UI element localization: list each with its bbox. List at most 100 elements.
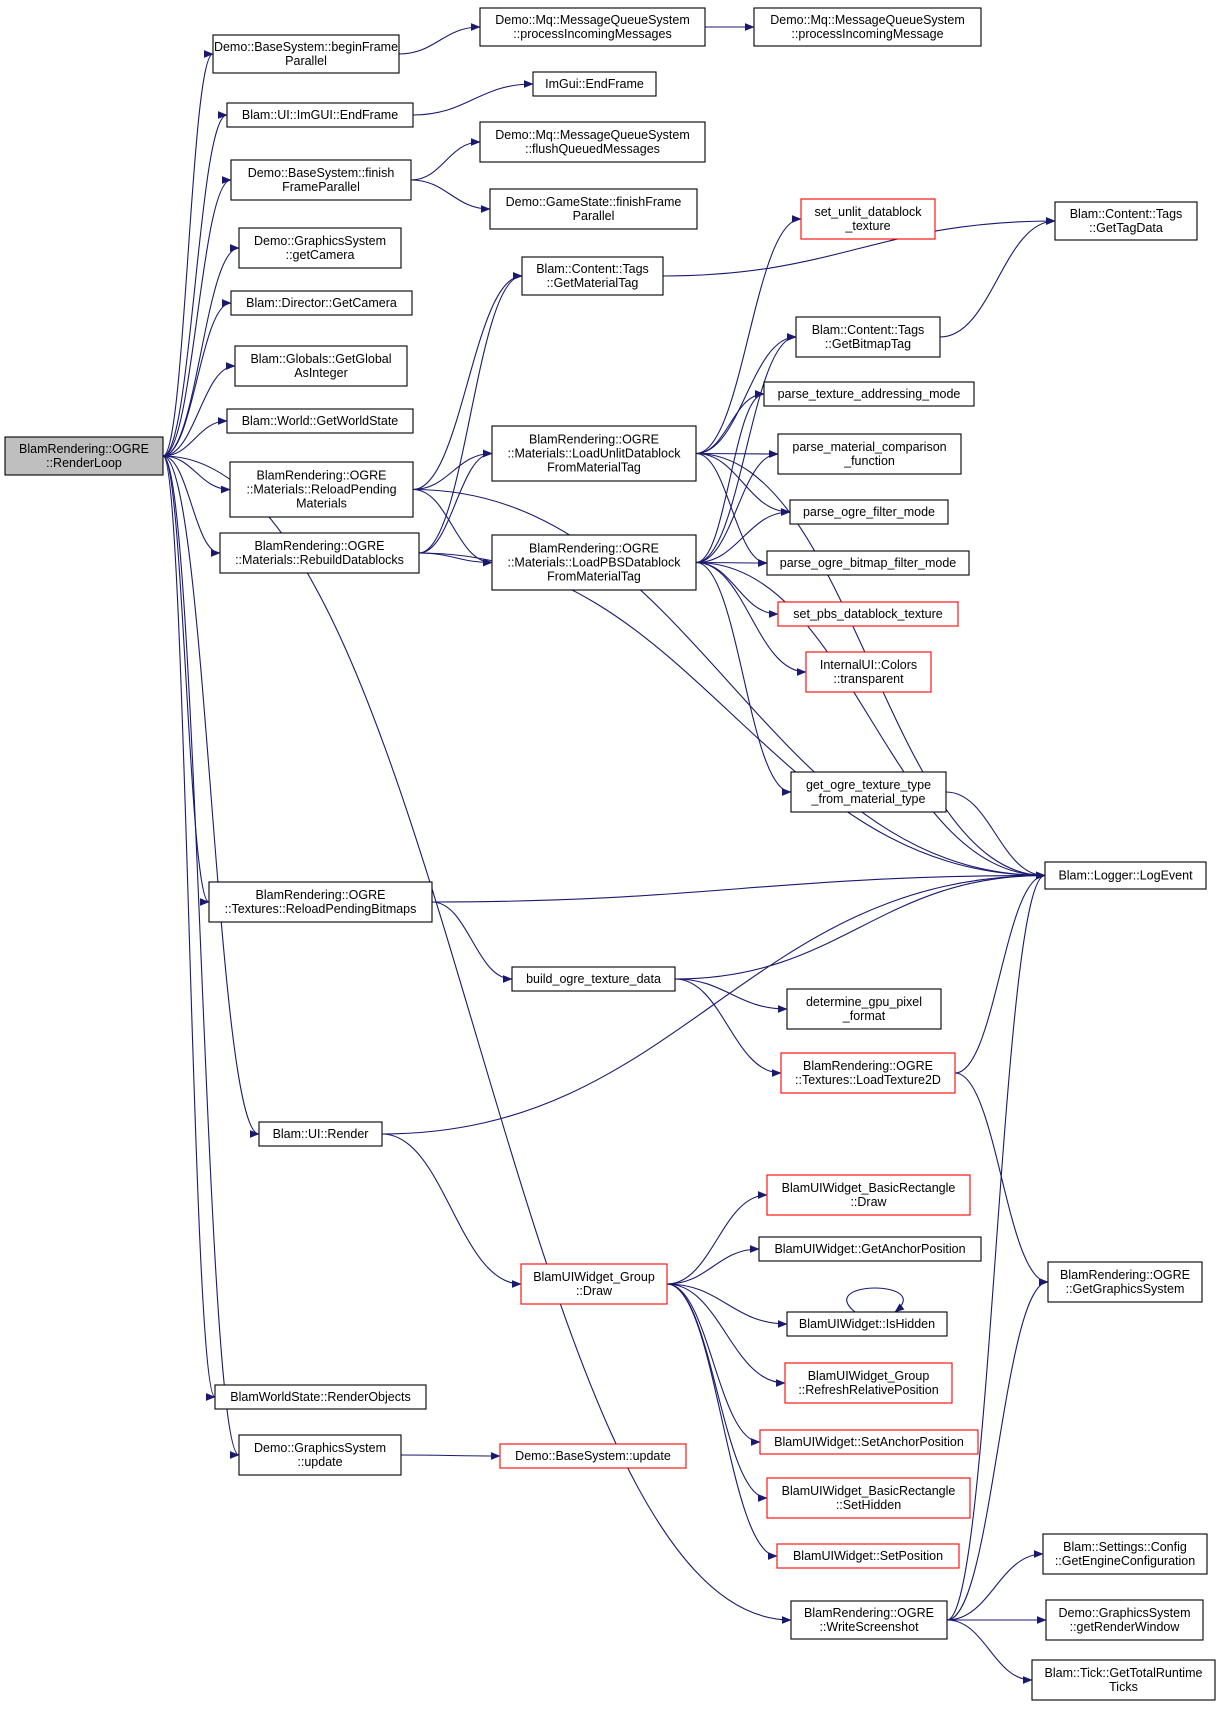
node-label: BlamUIWidget::SetAnchorPosition bbox=[774, 1435, 964, 1449]
node-label: Blam::Globals::GetGlobal bbox=[250, 352, 391, 366]
node-box bbox=[800, 198, 936, 240]
node-label: Demo::GameState::finishFrame bbox=[506, 195, 682, 209]
node-label: ::GetGraphicsSystem bbox=[1066, 1282, 1185, 1296]
edge-load-unlit-to-parse-mat-cmp bbox=[695, 454, 778, 455]
edge-group-draw-to-get-anchor bbox=[666, 1249, 759, 1285]
node-director-getcamera[interactable]: Blam::Director::GetCamera bbox=[230, 290, 413, 316]
node-box bbox=[759, 1429, 979, 1455]
node-mq-processincoming1[interactable]: Demo::Mq::MessageQueueSystem::processInc… bbox=[753, 7, 982, 47]
node-get-tag-data[interactable]: Blam::Content::Tags::GetTagData bbox=[1054, 201, 1198, 241]
node-set-anchor[interactable]: BlamUIWidget::SetAnchorPosition bbox=[759, 1429, 979, 1455]
node-get-tex-type[interactable]: get_ogre_texture_type_from_material_type bbox=[790, 771, 947, 813]
node-rect-draw[interactable]: BlamUIWidget_BasicRectangle::Draw bbox=[766, 1174, 971, 1216]
node-mq-flush[interactable]: Demo::Mq::MessageQueueSystem::flushQueue… bbox=[479, 121, 706, 163]
node-gfx-update[interactable]: Demo::GraphicsSystem::update bbox=[238, 1434, 402, 1476]
node-box bbox=[763, 381, 975, 407]
node-load-pbs[interactable]: BlamRendering::OGRE::Materials::LoadPBSD… bbox=[491, 534, 697, 591]
node-box bbox=[491, 534, 697, 591]
node-get-gfx-system[interactable]: BlamRendering::OGRE::GetGraphicsSystem bbox=[1047, 1261, 1203, 1303]
node-get-bitmap-tag[interactable]: Blam::Content::Tags::GetBitmapTag bbox=[795, 316, 941, 358]
node-group-draw[interactable]: BlamUIWidget_Group::Draw bbox=[520, 1263, 668, 1305]
node-render-objects[interactable]: BlamWorldState::RenderObjects bbox=[214, 1384, 427, 1410]
node-parse-mat-cmp[interactable]: parse_material_comparison_function bbox=[777, 433, 962, 475]
node-label: set_unlit_datablock bbox=[814, 205, 922, 219]
node-label: Materials bbox=[296, 497, 347, 511]
node-rect-sethidden[interactable]: BlamUIWidget_BasicRectangle::SetHidden bbox=[766, 1477, 971, 1519]
node-label: ::Textures::LoadTexture2D bbox=[795, 1073, 941, 1087]
node-label: BlamRendering::OGRE bbox=[804, 1606, 934, 1620]
edge-write-screenshot-to-engine-config bbox=[946, 1554, 1043, 1621]
node-label: ::flushQueuedMessages bbox=[525, 142, 660, 156]
node-refresh-pos[interactable]: BlamUIWidget_Group::RefreshRelativePosit… bbox=[784, 1362, 953, 1404]
node-set-position[interactable]: BlamUIWidget::SetPosition bbox=[776, 1543, 960, 1569]
node-get-material-tag[interactable]: Blam::Content::Tags::GetMaterialTag bbox=[521, 256, 664, 296]
node-set-unlit-tex[interactable]: set_unlit_datablock_texture bbox=[800, 198, 936, 240]
edge-write-screenshot-to-logger bbox=[946, 876, 1046, 1621]
node-box bbox=[780, 1052, 956, 1094]
node-label: _from_material_type bbox=[811, 792, 926, 806]
node-world-getstate[interactable]: Blam::World::GetWorldState bbox=[226, 408, 414, 434]
node-label: Demo::GraphicsSystem bbox=[254, 234, 386, 248]
node-parse-filter[interactable]: parse_ogre_filter_mode bbox=[789, 499, 949, 525]
node-label: ::Materials::LoadPBSDatablock bbox=[507, 556, 681, 570]
node-get-render-window[interactable]: Demo::GraphicsSystem::getRenderWindow bbox=[1045, 1599, 1204, 1641]
node-reload-bitmaps[interactable]: BlamRendering::OGRE::Textures::ReloadPen… bbox=[208, 881, 433, 923]
node-label: Blam::UI::Render bbox=[273, 1127, 369, 1141]
node-bs-update[interactable]: Demo::BaseSystem::update bbox=[499, 1443, 687, 1469]
node-load-tex2d[interactable]: BlamRendering::OGRE::Textures::LoadTextu… bbox=[780, 1052, 956, 1094]
node-colors-transparent[interactable]: InternalUI::Colors::transparent bbox=[805, 651, 932, 693]
node-label: Demo::Mq::MessageQueueSystem bbox=[495, 128, 690, 142]
node-parse-tex-addr[interactable]: parse_texture_addressing_mode bbox=[763, 381, 975, 407]
node-label: Demo::GraphicsSystem bbox=[254, 1441, 386, 1455]
edge-root-to-world-getstate bbox=[162, 421, 227, 457]
node-write-screenshot[interactable]: BlamRendering::OGRE::WriteScreenshot bbox=[790, 1600, 948, 1640]
node-label: Demo::Mq::MessageQueueSystem bbox=[495, 13, 690, 27]
node-imgui-endframe[interactable]: ImGui::EndFrame bbox=[532, 71, 657, 97]
node-reload-materials[interactable]: BlamRendering::OGRE::Materials::ReloadPe… bbox=[229, 461, 414, 518]
node-label: ::Textures::ReloadPendingBitmaps bbox=[225, 902, 417, 916]
node-box bbox=[1054, 201, 1198, 241]
node-is-hidden[interactable]: BlamUIWidget::IsHidden bbox=[786, 1311, 948, 1337]
node-gpu-pixel[interactable]: determine_gpu_pixel_format bbox=[786, 988, 942, 1030]
node-box bbox=[229, 461, 414, 518]
node-ui-imgui-endframe[interactable]: Blam::UI::ImGUI::EndFrame bbox=[226, 102, 414, 128]
node-label: ::GetMaterialTag bbox=[547, 276, 639, 290]
node-label: Ticks bbox=[1109, 1680, 1138, 1694]
node-root[interactable]: BlamRendering::OGRE::RenderLoop bbox=[4, 436, 164, 476]
node-build-tex-data[interactable]: build_ogre_texture_data bbox=[511, 966, 676, 992]
node-label: BlamUIWidget::SetPosition bbox=[793, 1549, 943, 1563]
node-box bbox=[784, 1362, 953, 1404]
node-box bbox=[790, 771, 947, 813]
node-set-pbs-tex[interactable]: set_pbs_datablock_texture bbox=[777, 601, 959, 627]
node-label: ::getRenderWindow bbox=[1070, 1620, 1181, 1634]
edge-bs-beginframe-to-mq-processincoming bbox=[398, 27, 480, 55]
node-ui-render[interactable]: Blam::UI::Render bbox=[258, 1121, 383, 1147]
node-engine-config[interactable]: Blam::Settings::Config::GetEngineConfigu… bbox=[1042, 1533, 1208, 1575]
node-box bbox=[758, 1236, 982, 1262]
node-box bbox=[1031, 1659, 1216, 1701]
node-load-unlit[interactable]: BlamRendering::OGRE::Materials::LoadUnli… bbox=[491, 425, 697, 482]
node-label: Blam::Content::Tags bbox=[1070, 207, 1183, 221]
node-label: BlamRendering::OGRE bbox=[256, 888, 386, 902]
node-logger[interactable]: Blam::Logger::LogEvent bbox=[1044, 861, 1207, 890]
edge-reload-bitmaps-to-build-tex-data bbox=[431, 901, 512, 979]
node-box bbox=[219, 532, 420, 574]
node-get-anchor[interactable]: BlamUIWidget::GetAnchorPosition bbox=[758, 1236, 982, 1262]
node-label: BlamUIWidget::GetAnchorPosition bbox=[774, 1242, 965, 1256]
node-label: ::update bbox=[297, 1455, 342, 1469]
node-label: parse_ogre_filter_mode bbox=[803, 505, 935, 519]
node-rebuild-datablocks[interactable]: BlamRendering::OGRE::Materials::RebuildD… bbox=[219, 532, 420, 574]
node-gfx-getcamera[interactable]: Demo::GraphicsSystem::getCamera bbox=[238, 227, 402, 269]
node-box bbox=[766, 1477, 971, 1519]
node-mq-processincoming[interactable]: Demo::Mq::MessageQueueSystem::processInc… bbox=[479, 7, 706, 47]
node-box bbox=[208, 881, 433, 923]
node-label: Blam::Tick::GetTotalRuntime bbox=[1045, 1666, 1203, 1680]
node-label: BlamRendering::OGRE bbox=[1060, 1268, 1190, 1282]
node-parse-bitmap-filter[interactable]: parse_ogre_bitmap_filter_mode bbox=[766, 550, 970, 576]
